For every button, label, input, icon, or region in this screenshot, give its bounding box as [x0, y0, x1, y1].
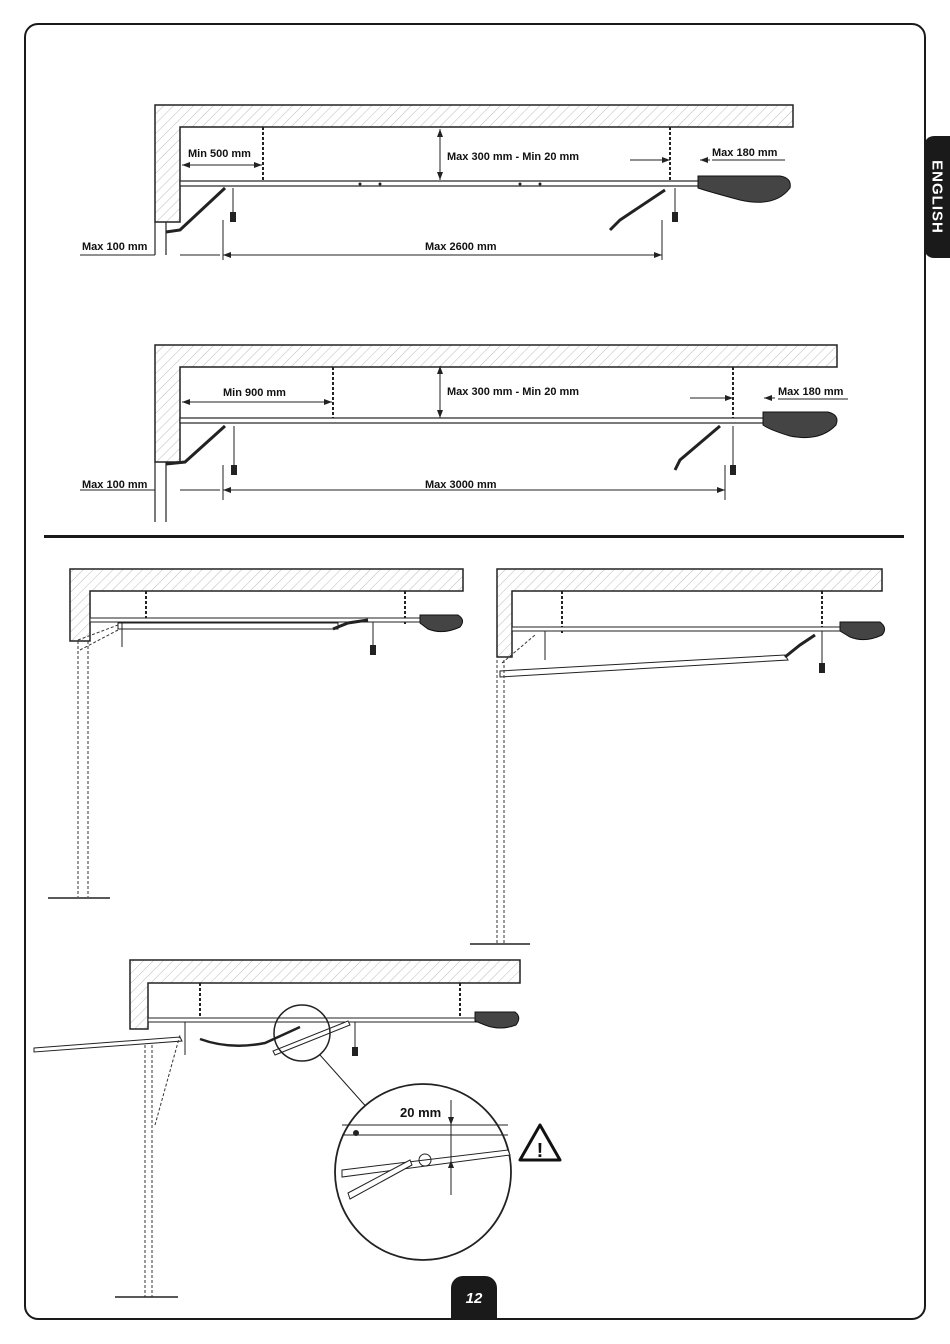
rail: [180, 418, 765, 423]
fig-a-wall-label: Max 100 mm: [82, 241, 148, 253]
pull-arm: [675, 426, 720, 470]
fig-a-min-front-label: Min 500 mm: [188, 148, 251, 160]
page-number: 12: [451, 1290, 497, 1307]
fig-b-vertical-label: Max 300 mm - Min 20 mm: [447, 386, 579, 398]
language-tab-label: ENGLISH: [929, 160, 946, 234]
warning-icon-glyph: !: [537, 1140, 544, 1162]
fig-a-vertical-label: Max 300 mm - Min 20 mm: [447, 151, 579, 163]
fig-b-length-label: Max 3000 mm: [425, 479, 497, 491]
pull-arm: [610, 190, 665, 230]
language-tab: ENGLISH: [924, 136, 950, 258]
fig-e-gap-label: 20 mm: [400, 1105, 441, 1120]
fig-a-motor-label: Max 180 mm: [712, 147, 778, 159]
fig-b-min-front-label: Min 900 mm: [223, 387, 286, 399]
fig-a-length-label: Max 2600 mm: [425, 241, 497, 253]
rail: [180, 181, 700, 186]
figure-a-diagram: Min 500 mm Max 300 mm - Min 20 mm Max 18…: [80, 100, 905, 260]
ceiling-wall: [155, 345, 837, 462]
motor-unit: [698, 176, 790, 202]
motor-unit: [763, 412, 837, 438]
ceiling-wall: [155, 105, 793, 222]
fig-b-wall-label: Max 100 mm: [82, 479, 148, 491]
fig-b-motor-label: Max 180 mm: [778, 386, 844, 398]
section-divider: [44, 535, 904, 538]
figure-e-diagram: 20 mm !: [30, 955, 570, 1300]
figure-b-diagram: Min 900 mm Max 300 mm - Min 20 mm Max 18…: [80, 340, 905, 525]
figure-d-diagram: [470, 565, 890, 950]
figure-c-diagram: [48, 565, 468, 905]
page-number-badge: 12: [451, 1276, 497, 1320]
